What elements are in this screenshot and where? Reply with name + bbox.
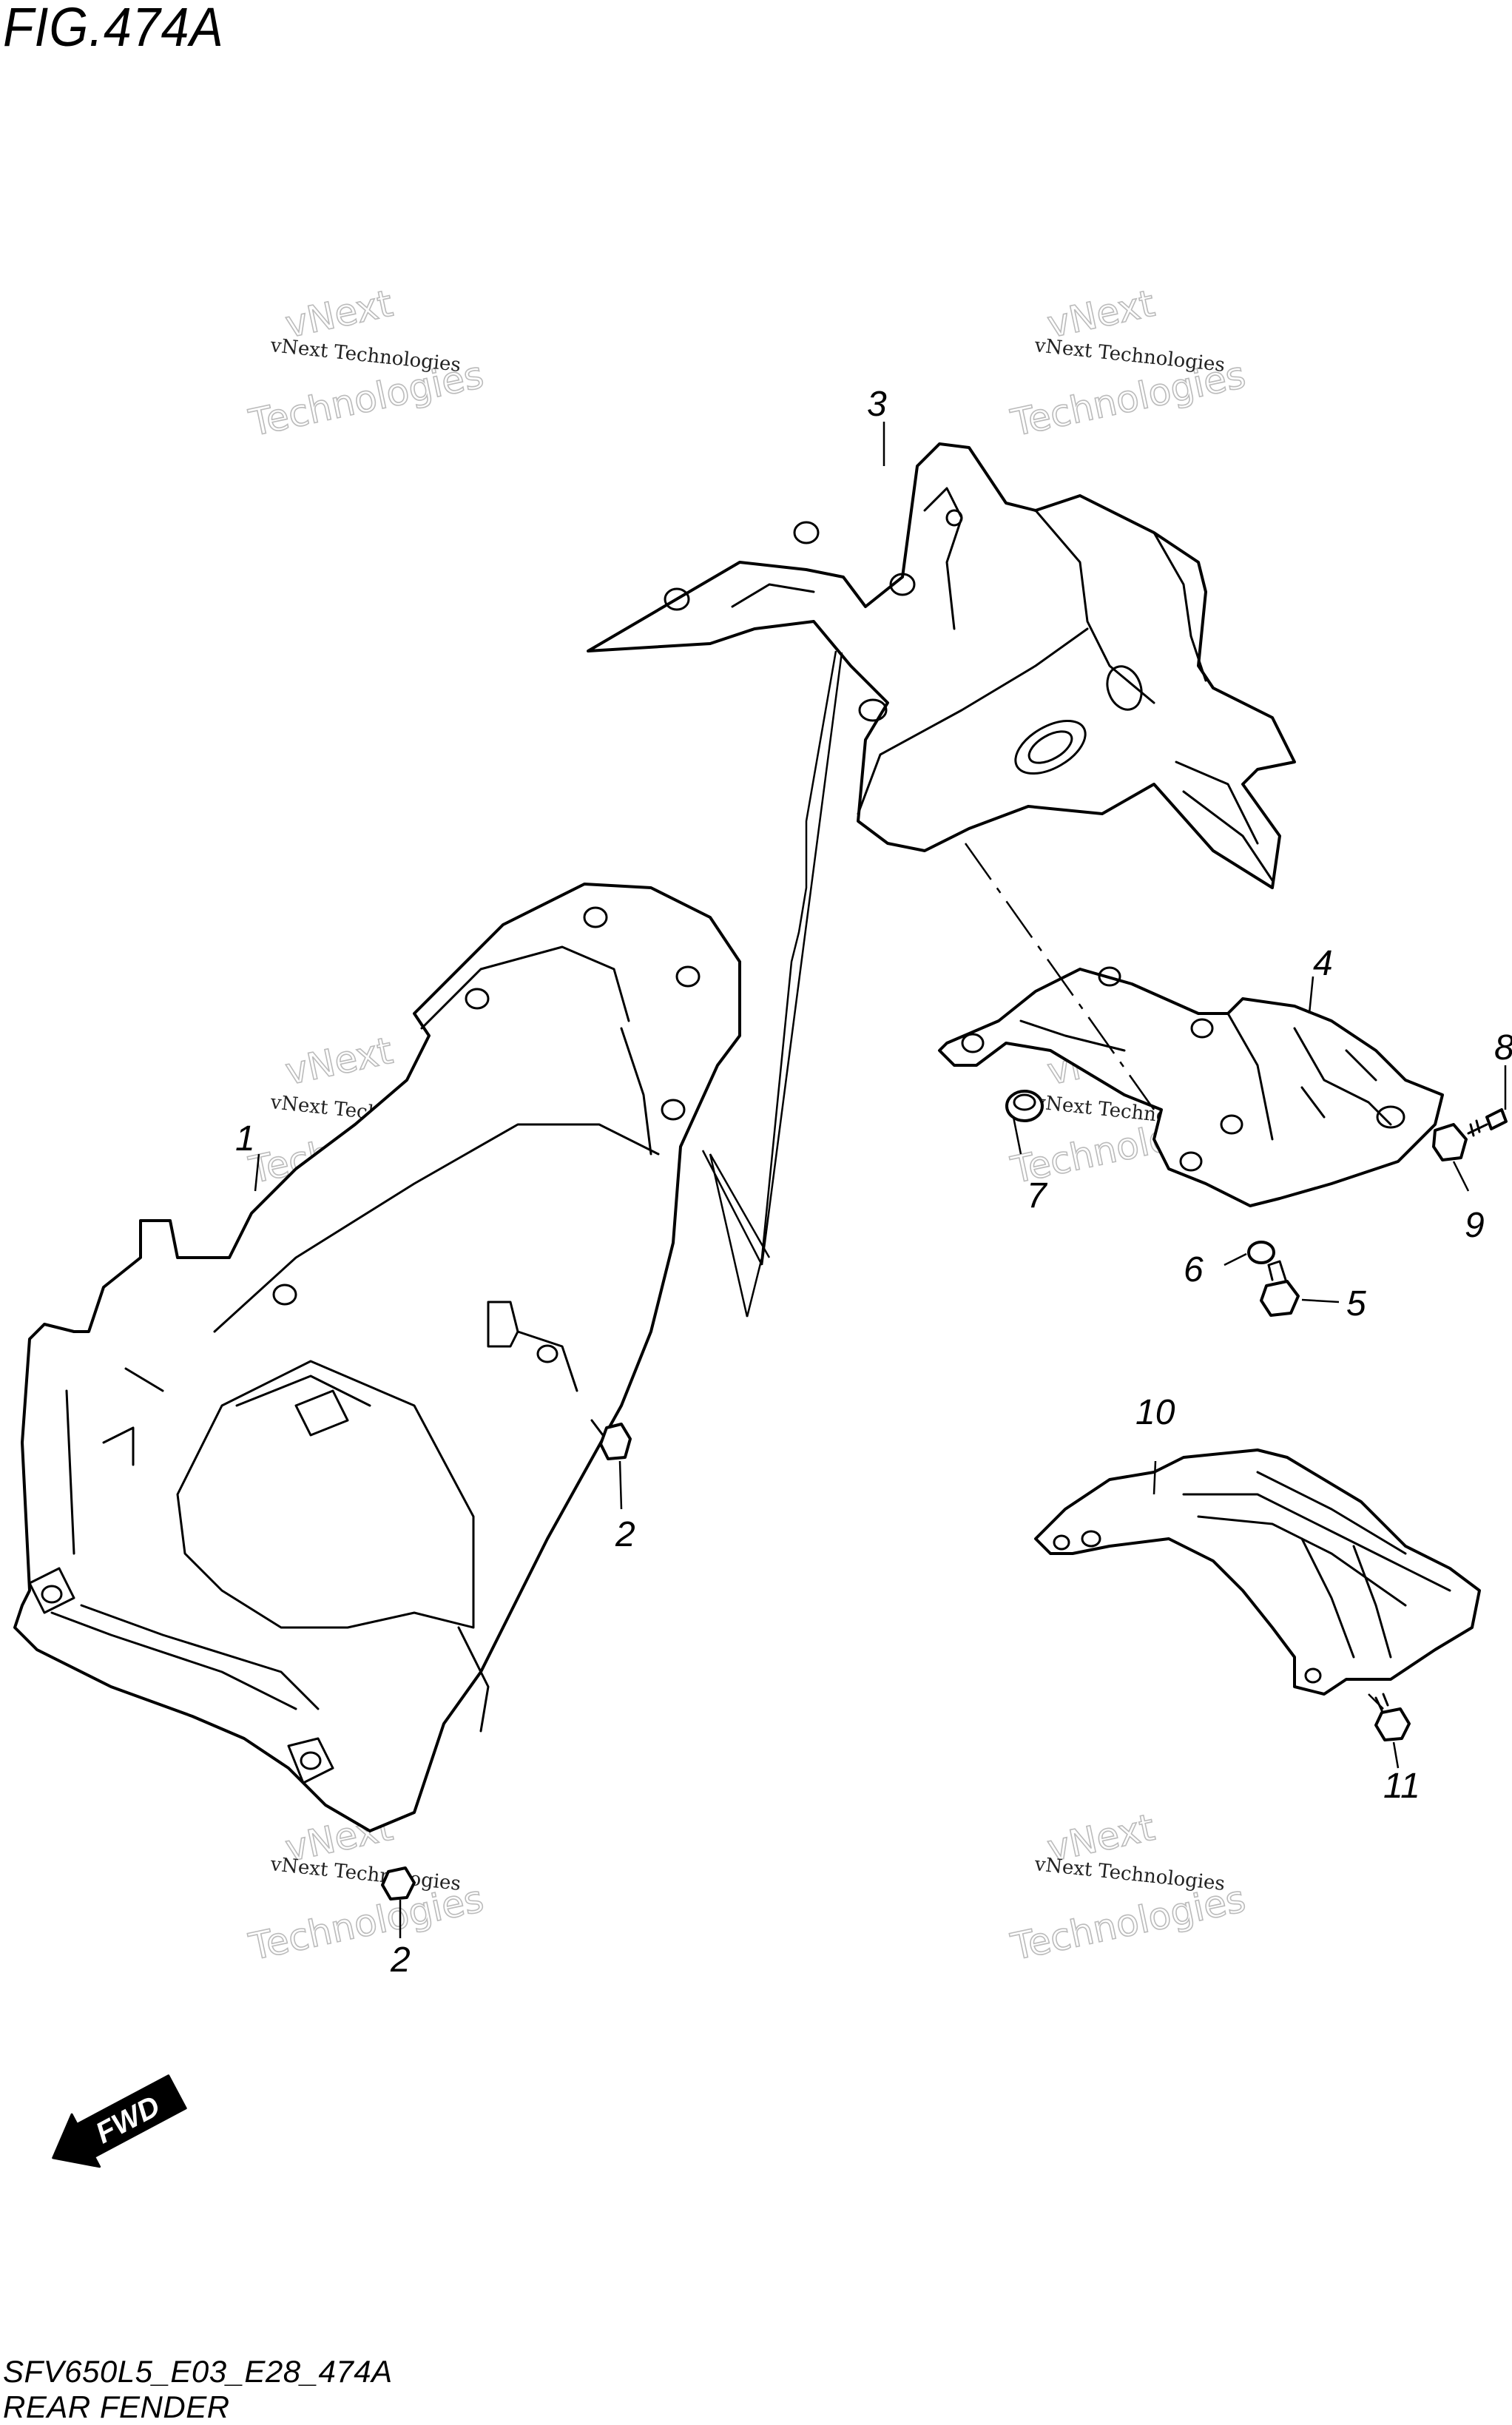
leader-line <box>1152 1460 1157 1495</box>
part-3-rear-fender-upper[interactable] <box>587 442 1296 889</box>
leader-line <box>701 1150 763 1266</box>
callout-9: 9 <box>1465 1206 1485 1245</box>
part-5-bolt[interactable] <box>1260 1260 1300 1317</box>
part-10-bracket-lower[interactable] <box>1034 1448 1481 1696</box>
leader-line <box>1452 1161 1470 1192</box>
leader-line <box>760 652 843 1266</box>
callout-2-upper: 2 <box>615 1515 635 1554</box>
callout-11: 11 <box>1383 1767 1420 1806</box>
leader-line <box>618 1460 623 1510</box>
callout-1: 1 <box>235 1119 255 1158</box>
leader-line <box>1301 1298 1340 1303</box>
leader-line <box>1012 1116 1022 1155</box>
callout-3: 3 <box>867 385 887 424</box>
fwd-direction-arrow: FWD <box>52 2074 187 2168</box>
figure-name: REAR FENDER <box>3 2389 230 2424</box>
part-7-grommet[interactable] <box>1005 1090 1044 1122</box>
part-6-nut[interactable] <box>1247 1241 1275 1264</box>
callout-10: 10 <box>1135 1393 1175 1432</box>
watermark-text: vNext Technologies <box>1033 1853 1226 1895</box>
watermark-text: vNext Technologies <box>1033 334 1226 377</box>
figure-code: SFV650L5_E03_E28_474A <box>3 2354 393 2389</box>
callout-2-lower: 2 <box>390 1940 411 1980</box>
watermark-text: vNext Technologies <box>269 334 462 377</box>
part-4-bracket[interactable] <box>938 966 1444 1207</box>
leader-line <box>1392 1741 1400 1769</box>
part-2-bolt-upper[interactable] <box>590 1419 632 1460</box>
leader-line <box>1368 1693 1384 1710</box>
watermark-text: vNext <box>282 1029 396 1093</box>
callout-4: 4 <box>1313 944 1333 983</box>
part-8-screw[interactable] <box>1467 1108 1508 1137</box>
watermark-text: vNext <box>282 282 396 346</box>
leader-line <box>709 650 837 1318</box>
callout-6: 6 <box>1184 1250 1204 1289</box>
leader-line <box>254 1153 260 1192</box>
leader-line <box>1224 1252 1247 1267</box>
part-9-clip[interactable] <box>1432 1123 1468 1161</box>
part-2-bolt-lower[interactable] <box>381 1866 416 1900</box>
watermark-text: vNext Technologies <box>269 1853 462 1895</box>
leader-line <box>964 843 1155 1110</box>
callout-8: 8 <box>1494 1028 1512 1068</box>
part-1-rear-fender-lower[interactable] <box>13 883 741 1832</box>
part-11-bolt[interactable] <box>1374 1693 1411 1741</box>
callout-7: 7 <box>1027 1176 1048 1215</box>
figure-title: FIG.474A <box>3 0 224 58</box>
callout-5: 5 <box>1346 1284 1366 1323</box>
leader-line <box>1308 976 1314 1014</box>
